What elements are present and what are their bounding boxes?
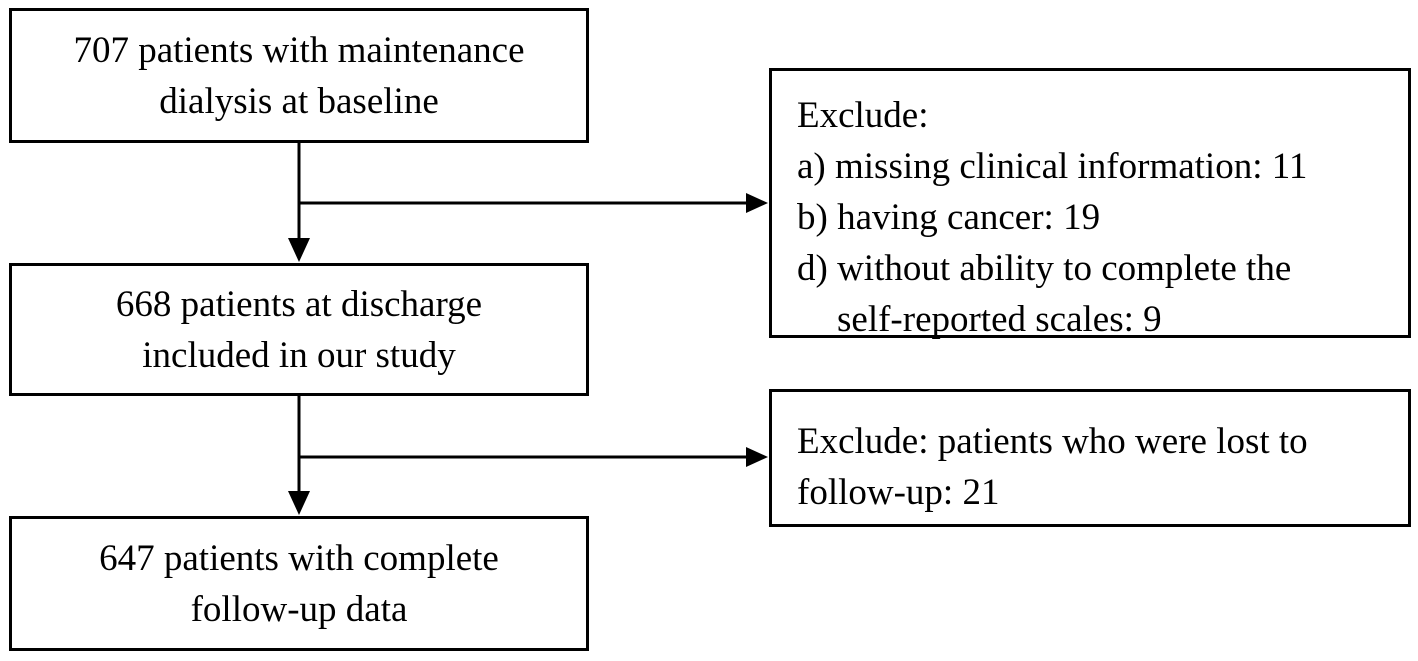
arrowhead-down-2: [288, 491, 310, 515]
followup-line-2: follow-up data: [190, 588, 408, 630]
exclusion-1-item-d: d) without ability to complete the: [797, 248, 1292, 289]
exclusion-1-item-d-continuation: self-reported scales: 9: [837, 299, 1162, 340]
arrowhead-down-1: [288, 238, 310, 262]
exclusion-1-item-d-continuation-wrap: self-reported scales: 9: [797, 294, 1408, 345]
exclusion-2-line-2: follow-up: 21: [797, 472, 1000, 513]
followup-line-1: 647 patients with complete: [99, 537, 499, 579]
exclusion-2-line-1: Exclude: patients who were lost to: [797, 421, 1308, 462]
exclusion-1-heading: Exclude:: [797, 95, 929, 136]
baseline-line-2: dialysis at baseline: [159, 80, 439, 122]
baseline-box: 707 patients with maintenance dialysis a…: [9, 8, 589, 143]
followup-box: 647 patients with complete follow-up dat…: [9, 516, 589, 651]
exclusion-1-item-b: b) having cancer: 19: [797, 197, 1101, 238]
discharge-line-2: included in our study: [142, 334, 456, 376]
exclusion-1-item-a: a) missing clinical information: 11: [797, 146, 1308, 187]
discharge-box: 668 patients at discharge included in ou…: [9, 263, 589, 396]
exclusion-box-2: Exclude: patients who were lost to follo…: [769, 389, 1411, 527]
discharge-line-1: 668 patients at discharge: [115, 283, 483, 325]
baseline-line-1: 707 patients with maintenance: [73, 29, 525, 71]
arrowhead-right-1: [746, 193, 768, 213]
arrowhead-right-2: [746, 447, 768, 467]
exclusion-box-1: Exclude: a) missing clinical information…: [769, 68, 1411, 340]
